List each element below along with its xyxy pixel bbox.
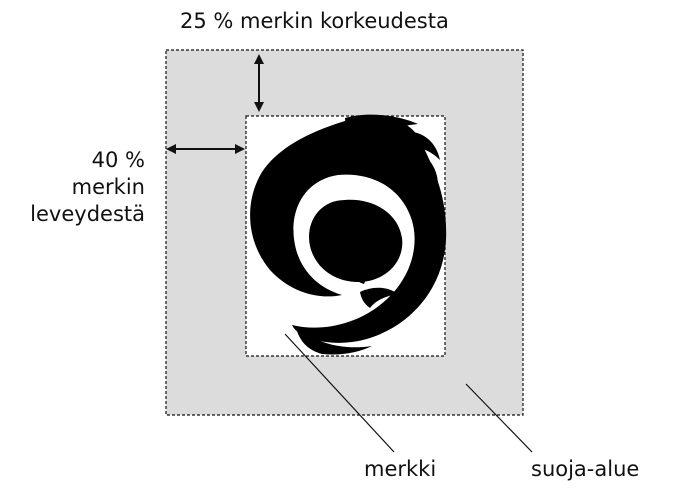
- top-margin-label: 25 % merkin korkeudesta: [180, 9, 449, 33]
- mark-leader-line: [284, 333, 395, 453]
- side-margin-label-line-1: 40 %: [91, 148, 145, 172]
- protection-area-leader-line: [465, 383, 533, 453]
- protection-area-label: suoja-alue: [531, 457, 640, 481]
- side-margin-label-line-3: leveydestä: [30, 202, 145, 226]
- swirl-bird-logo: [250, 114, 447, 355]
- side-margin-label: 40 % merkin leveydestä: [30, 147, 145, 228]
- mark-label: merkki: [364, 457, 437, 481]
- side-margin-label-line-2: merkin: [71, 175, 145, 199]
